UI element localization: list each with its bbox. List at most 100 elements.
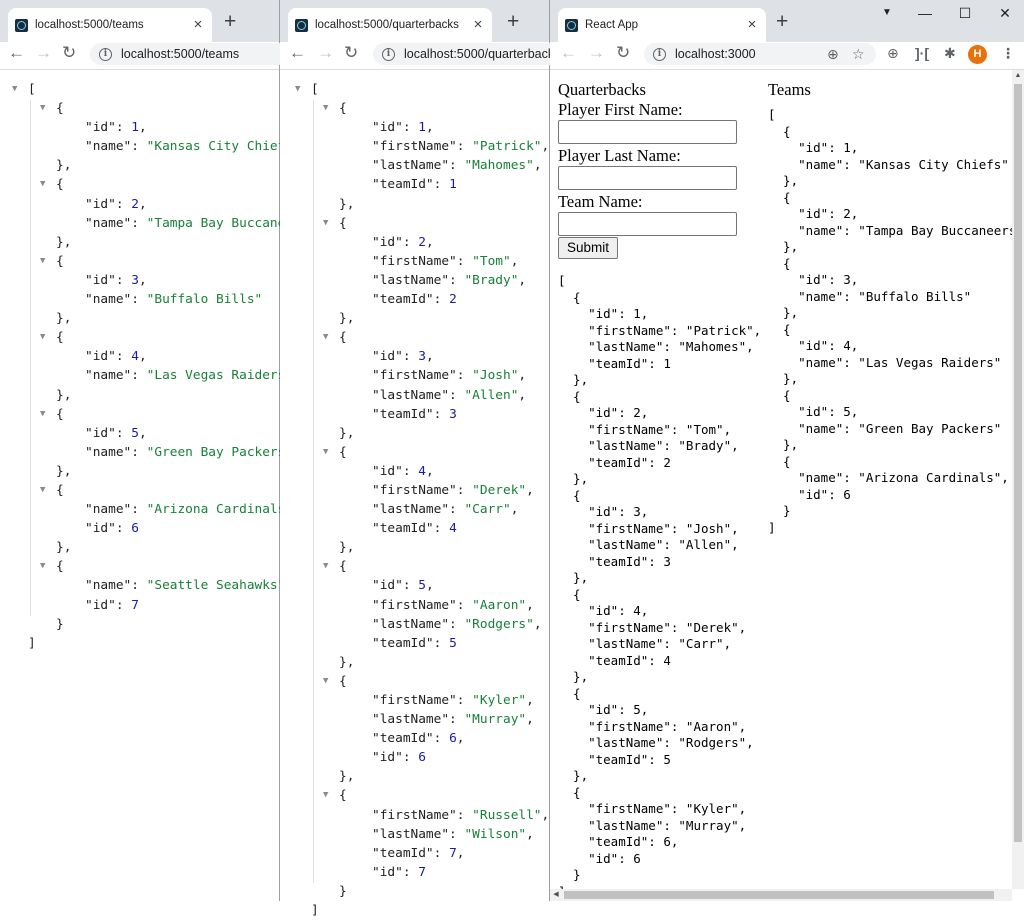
back-icon[interactable]: ← [560,43,577,62]
close-tab-icon[interactable]: × [473,16,483,33]
reload-icon[interactable]: ↻ [616,43,631,62]
minimize-icon[interactable]: — [918,5,932,21]
json-property: "id": 2, [372,234,434,250]
back-icon[interactable]: ← [8,43,25,62]
first-name-input[interactable] [558,120,737,144]
maximize-icon[interactable]: ☐ [958,5,972,21]
json-value: 3 [418,349,426,365]
submit-button[interactable]: Submit [558,237,619,259]
json-key: "name" [85,215,132,231]
tab-teams[interactable]: localhost:5000/teams × [8,8,212,42]
extension-icon[interactable]: ⊕ [887,45,899,61]
reload-icon[interactable]: ↻ [62,43,77,62]
vertical-scroll-thumb[interactable] [1014,84,1022,842]
favicon-icon [15,18,28,32]
json-key: "name" [85,578,132,594]
json-value: "Las Vegas Raiders" [146,368,294,384]
collapse-toggle-icon[interactable]: ▼ [40,332,46,343]
address-bar[interactable]: i localhost:5000/teams [90,43,290,65]
menu-icon[interactable]: ⋮ [1001,45,1015,61]
collapse-toggle-icon[interactable]: ▼ [323,332,329,343]
collapse-toggle-icon[interactable]: ▼ [323,103,329,114]
horizontal-scroll-thumb[interactable] [564,891,994,899]
address-bar[interactable]: i localhost:5000/quarterbacks [373,43,573,65]
collapse-toggle-icon[interactable]: ▼ [323,675,329,686]
json-key: "name" [85,292,132,308]
json-key: "lastName" [372,712,450,728]
json-property: "lastName": "Murray", [372,712,534,728]
json-value: "Seattle Seahawks" [146,578,286,594]
teams-section: Teams [ { "id": 1, "name": "Kansas City … [768,80,1024,536]
json-property: "name": "Tampa Bay Buccaneers" [85,215,317,231]
profile-avatar[interactable]: H [968,45,987,64]
json-key: "id" [372,864,403,880]
forward-icon[interactable]: → [35,43,52,62]
forward-icon[interactable]: → [317,43,334,62]
tab-react-app[interactable]: React App × [558,8,766,42]
tab-quarterbacks[interactable]: localhost:5000/quarterbacks × [288,8,492,42]
collapse-toggle-icon[interactable]: ▼ [295,84,301,94]
scroll-up-icon[interactable]: ▲ [1014,72,1022,79]
close-tab-icon[interactable]: × [193,16,203,33]
forward-icon[interactable]: → [588,43,605,62]
json-value: "Carr" [464,502,511,518]
address-bar[interactable]: i localhost:3000 ⊕ ☆ [644,43,876,65]
collapse-toggle-icon[interactable]: ▼ [323,561,329,572]
collapse-toggle-icon[interactable]: ▼ [40,103,46,114]
team-name-label: Team Name: [558,192,643,211]
json-object-close: }, [339,425,355,441]
window-close-icon[interactable]: ✕ [999,5,1011,21]
collapse-toggle-icon[interactable]: ▼ [40,179,46,190]
collapse-toggle-icon[interactable]: ▼ [323,790,329,801]
tab-title: React App [585,19,639,31]
json-property: "teamId": 5 [372,635,457,651]
info-icon[interactable]: i [99,47,112,61]
json-property: "id": 4, [372,463,434,479]
horizontal-scrollbar[interactable]: ◀ [550,889,1012,901]
collapse-toggle-icon[interactable]: ▼ [12,84,18,94]
scroll-left-icon[interactable]: ◀ [553,891,559,898]
new-tab-icon[interactable]: + [507,10,520,33]
json-property: "id": 5, [372,578,434,594]
reload-icon[interactable]: ↻ [344,43,359,62]
collapse-toggle-icon[interactable]: ▼ [40,255,46,266]
json-key: "teamId" [372,731,434,747]
json-property: "name": "Seattle Seahawks", [85,578,293,594]
json-property: "id": 2, [85,196,147,212]
json-value: 3 [449,406,457,422]
json-value: 5 [418,578,426,594]
puzzle-extensions-icon[interactable]: ✱ [944,45,956,61]
last-name-input[interactable] [558,166,737,190]
devtools-icon[interactable]: ]·[ [915,45,929,61]
json-object-open: ▼{ [0,99,279,118]
json-value: 6 [418,750,426,766]
collapse-toggle-icon[interactable]: ▼ [323,217,329,228]
json-value: "Arizona Cardinals" [146,502,294,518]
collapse-toggle-icon[interactable]: ▼ [40,561,46,572]
json-key: "lastName" [372,158,450,174]
new-tab-icon[interactable]: + [224,10,237,33]
collapse-toggle-icon[interactable]: ▼ [40,484,46,495]
json-key: "lastName" [372,272,450,288]
zoom-icon[interactable]: ⊕ [827,46,839,62]
info-icon[interactable]: i [653,47,666,61]
collapse-toggle-icon[interactable]: ▼ [323,446,329,457]
json-object-open: ▼{ [280,672,549,691]
close-tab-icon[interactable]: × [747,16,757,33]
new-tab-icon[interactable]: + [776,10,789,33]
bookmark-star-icon[interactable]: ☆ [852,46,865,62]
json-value: "Rodgers" [464,616,534,632]
json-array-close: ] [311,903,319,919]
json-property: "name": "Las Vegas Raiders" [85,368,294,384]
tab-search-icon[interactable]: ▼ [882,7,892,18]
url-text: localhost:5000/teams [121,47,240,61]
team-name-input[interactable] [558,212,737,236]
vertical-scrollbar[interactable]: ▲ [1012,70,1024,889]
json-value: 3 [131,272,139,288]
info-icon[interactable]: i [382,47,395,61]
collapse-toggle-icon[interactable]: ▼ [40,408,46,419]
back-icon[interactable]: ← [289,43,306,62]
indent-guide [30,100,31,616]
json-property: "firstName": "Josh", [372,368,527,384]
json-key: "name" [85,502,132,518]
